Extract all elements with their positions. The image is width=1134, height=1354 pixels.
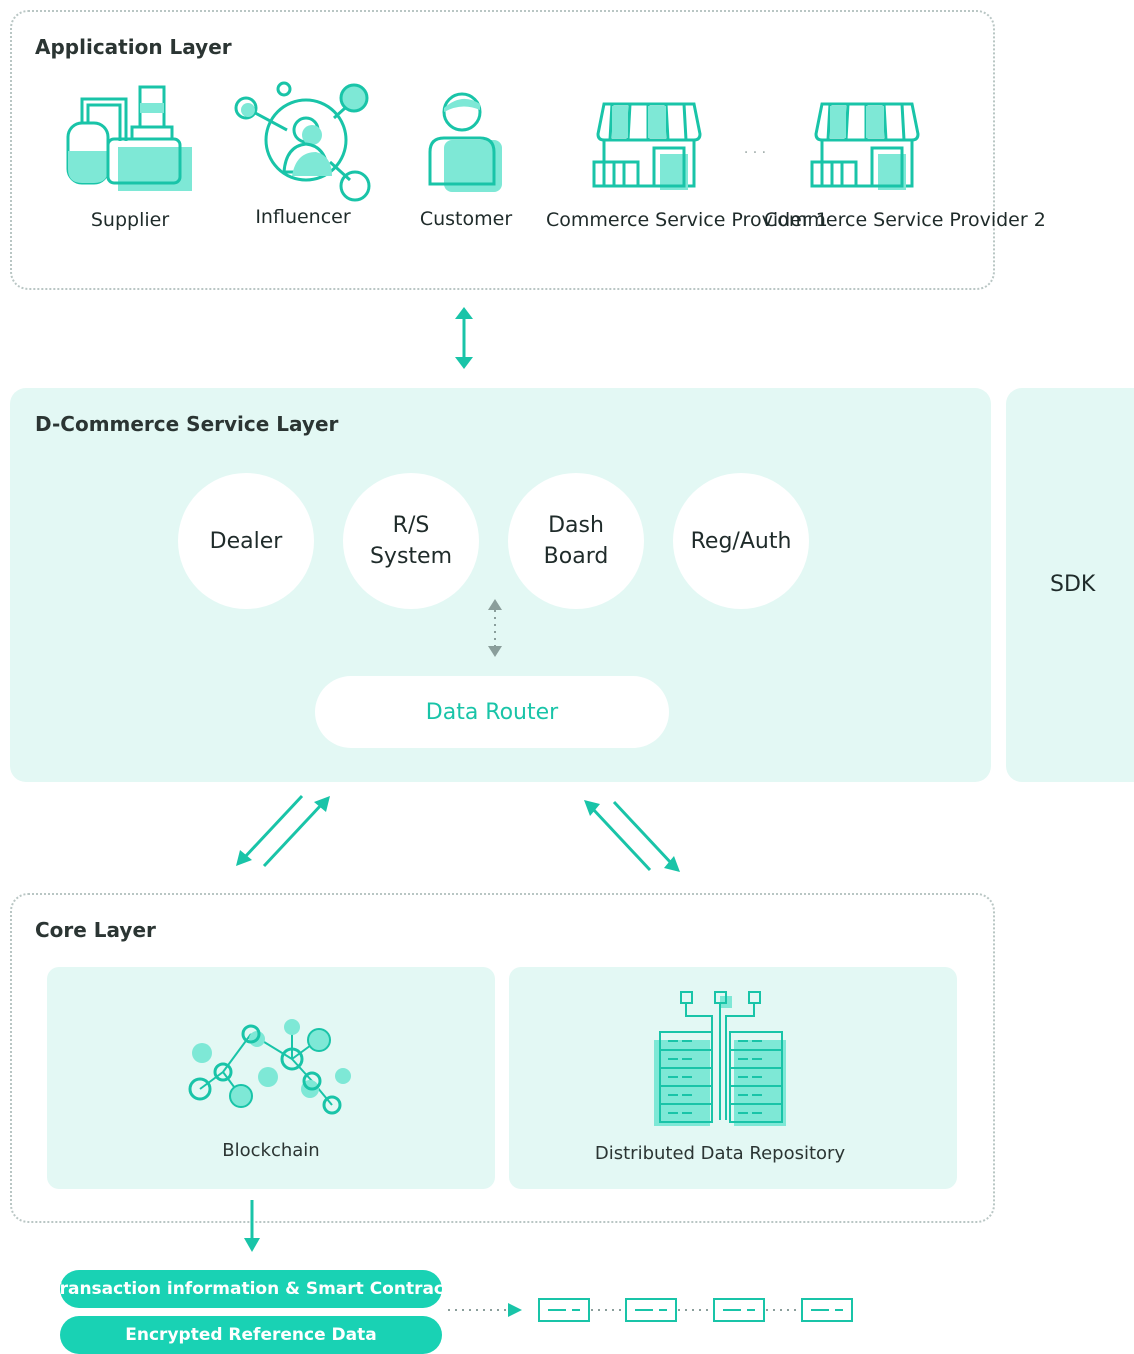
core-layer-title: Core Layer	[35, 918, 156, 942]
service-layer-title: D-Commerce Service Layer	[35, 412, 339, 436]
diagonal-arrows-left-icon	[236, 794, 330, 868]
store-icon	[810, 102, 920, 190]
diagonal-arrows-right-icon	[584, 800, 680, 872]
blockchain-network-icon	[188, 1019, 351, 1115]
supplier-label: Supplier	[90, 209, 170, 231]
repository-label: Distributed Data Repository	[594, 1143, 846, 1164]
ellipsis: · · ·	[743, 145, 767, 161]
application-layer-box	[10, 10, 995, 290]
sdk-panel	[1006, 388, 1134, 782]
transaction-pill: Transaction information & Smart Contract	[50, 1270, 452, 1308]
encrypted-pill: Encrypted Reference Data	[60, 1316, 442, 1354]
data-router: Data Router	[315, 676, 669, 748]
csp2-label: Commerce Service Provider 2	[764, 209, 1046, 231]
rs-system-module: R/S System	[343, 473, 479, 609]
factory-icon	[66, 85, 192, 191]
csp1-label: Commerce Service Provider 1	[546, 209, 828, 231]
influencer-network-icon	[234, 81, 371, 202]
sdk-label: SDK	[1050, 572, 1096, 597]
core-layer-box	[10, 893, 995, 1223]
application-layer-title: Application Layer	[35, 35, 232, 59]
customer-icon	[428, 92, 502, 192]
down-arrow-icon	[244, 1200, 260, 1252]
customer-label: Customer	[419, 208, 513, 230]
repository-card	[509, 967, 957, 1189]
influencer-label: Influencer	[255, 206, 351, 228]
bidirectional-arrow-icon	[455, 307, 473, 369]
dashboard-module: Dash Board	[508, 473, 644, 609]
server-rack-icon	[654, 991, 786, 1126]
block-chain-sequence-icon	[448, 1298, 853, 1322]
reg-auth-module: Reg/Auth	[673, 473, 809, 609]
blockchain-label: Blockchain	[222, 1140, 320, 1161]
dealer-module: Dealer	[178, 473, 314, 609]
dotted-bidirectional-arrow-icon	[488, 599, 502, 657]
store-icon	[592, 102, 702, 190]
